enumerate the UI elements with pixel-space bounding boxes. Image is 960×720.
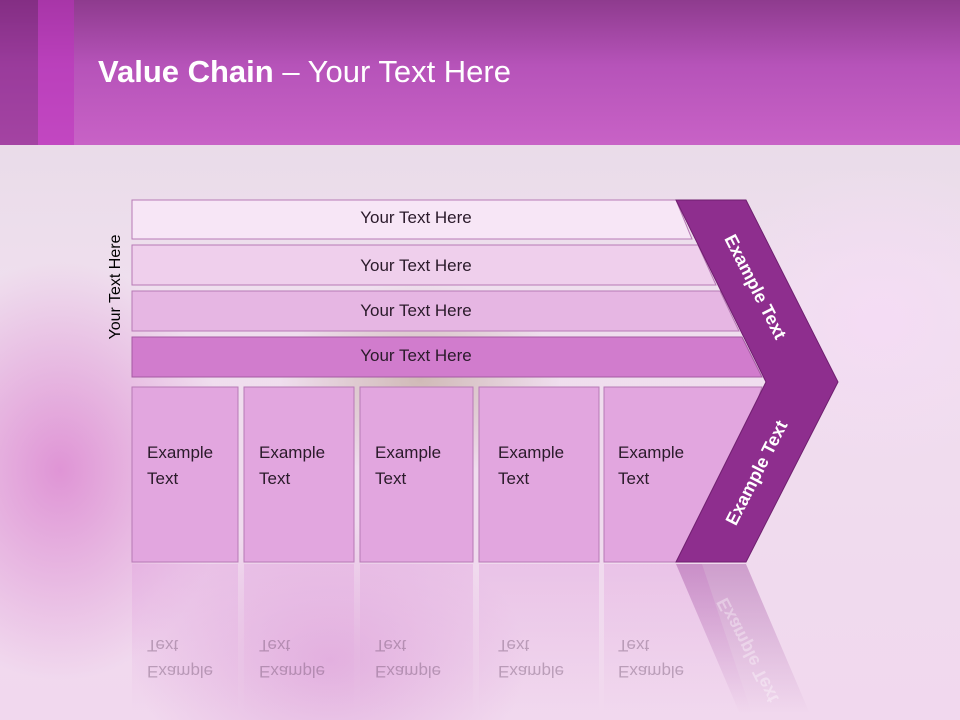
slide-title-bold: Value Chain <box>98 54 274 89</box>
slide-title[interactable]: Value Chain – Your Text Here <box>98 54 511 90</box>
support-row-3[interactable] <box>131 290 740 332</box>
primary-column-3-text-reflection: Example Text <box>375 632 475 684</box>
column-reflection-3 <box>360 564 473 714</box>
primary-column-1-text-reflection: Example Text <box>147 632 247 684</box>
reflection-line2: Text <box>147 636 179 655</box>
column-reflection-4 <box>479 564 599 714</box>
primary-column-1-line2: Text <box>147 469 179 488</box>
primary-column-2-line2: Text <box>259 469 291 488</box>
support-row-2-text: Your Text Here <box>360 256 472 275</box>
header-stripe-light <box>38 0 74 145</box>
margin-chevron[interactable] <box>675 199 839 563</box>
column-reflection-5 <box>604 564 752 714</box>
reflection-line1: Example <box>147 662 214 681</box>
primary-column-2[interactable] <box>243 386 355 563</box>
reflection-line1: Example <box>498 662 565 681</box>
reflection-line2: Text <box>618 636 650 655</box>
primary-column-5-text: Example Text <box>618 440 718 492</box>
primary-column-4[interactable] <box>478 386 600 563</box>
reflection-line2: Text <box>259 636 291 655</box>
primary-column-5-text-reflection: Example Text <box>618 632 718 684</box>
column-reflection-1 <box>132 564 238 714</box>
primary-column-3-text: Example Text <box>375 440 475 492</box>
slide-title-rest: – Your Text Here <box>273 54 511 89</box>
title-bar: Value Chain – Your Text Here <box>0 0 960 145</box>
primary-column-3-line1: Example <box>375 443 442 462</box>
primary-column-1-line1: Example <box>147 443 214 462</box>
primary-column-4-text-reflection: Example Text <box>498 632 598 684</box>
support-row-1[interactable] <box>131 199 693 240</box>
primary-column-2-text-reflection: Example Text <box>259 632 359 684</box>
primary-column-5-line1: Example <box>618 443 685 462</box>
reflection-line2: Text <box>498 636 530 655</box>
primary-column-4-line2: Text <box>498 469 530 488</box>
support-activities-label[interactable]: Your Text Here <box>107 234 124 340</box>
support-row-3-text: Your Text Here <box>360 301 472 320</box>
primary-column-5-line2: Text <box>618 469 650 488</box>
primary-column-3[interactable] <box>359 386 474 563</box>
header-stripe-dark <box>0 0 38 145</box>
reflection-line2: Text <box>375 636 407 655</box>
support-row-4[interactable] <box>131 336 763 378</box>
primary-column-2-text: Example Text <box>259 440 359 492</box>
primary-column-1[interactable] <box>131 386 239 563</box>
reflection-line1: Example <box>375 662 442 681</box>
primary-column-3-line2: Text <box>375 469 407 488</box>
primary-column-4-line1: Example <box>498 443 565 462</box>
support-row-2[interactable] <box>131 244 717 286</box>
support-row-1-text: Your Text Here <box>360 208 472 227</box>
reflection-line1: Example <box>259 662 326 681</box>
chevron-reflection <box>676 564 810 714</box>
primary-column-4-text: Example Text <box>498 440 598 492</box>
primary-column-1-text: Example Text <box>147 440 247 492</box>
support-row-4-text: Your Text Here <box>360 346 472 365</box>
column-reflection-2 <box>244 564 354 714</box>
primary-column-2-line1: Example <box>259 443 326 462</box>
reflection-line1: Example <box>618 662 685 681</box>
